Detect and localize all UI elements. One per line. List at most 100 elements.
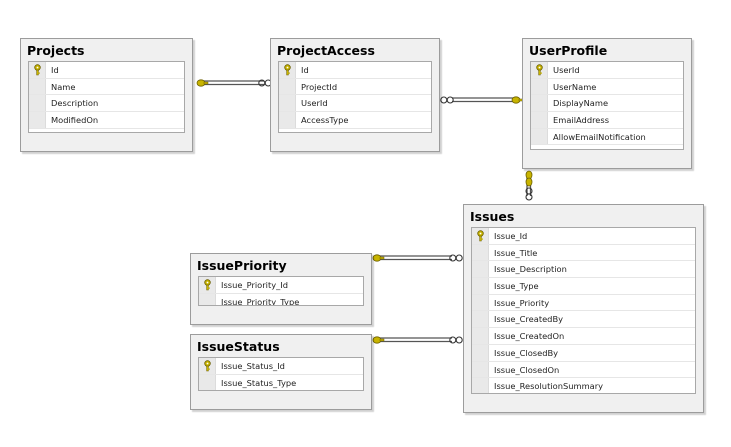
relationship-projectaccess-userprofile — [440, 96, 524, 104]
column-row[interactable]: Id — [279, 62, 431, 79]
column-name: Issue_ClosedBy — [494, 347, 559, 358]
column-name: Name — [51, 81, 76, 92]
row-selector — [472, 228, 489, 244]
row-selector — [199, 277, 216, 293]
primary-key-icon — [204, 279, 211, 291]
column-name: Issue_Priority — [494, 297, 550, 308]
row-selector — [472, 378, 489, 393]
column-name: UserName — [553, 81, 597, 92]
row-selector — [279, 78, 296, 95]
column-name: UserId — [553, 65, 580, 75]
column-name: Issue_CreatedBy — [494, 314, 564, 325]
column-name: Issue_ResolutionSummary — [494, 381, 604, 392]
column-name: Issue_Priority_Type — [221, 296, 300, 306]
row-selector — [29, 95, 46, 112]
column-row[interactable]: Issue_Title — [472, 244, 695, 262]
relationship-projects-projectaccess — [196, 79, 272, 87]
column-row[interactable]: ProjectId — [279, 78, 431, 96]
column-row[interactable]: DisplayName — [531, 95, 683, 113]
column-row[interactable]: AllowEmailNotification — [531, 128, 683, 146]
row-selector — [472, 261, 489, 278]
row-selector — [531, 62, 548, 78]
column-name: Issue_Description — [494, 264, 567, 275]
row-selector — [472, 294, 489, 311]
column-row[interactable]: Issue_Status_Id — [199, 358, 363, 375]
column-name: Issue_ClosedOn — [494, 364, 560, 375]
row-selector — [199, 293, 216, 305]
relationship-userprofile-issues — [525, 170, 533, 201]
column-name: ModifiedOn — [51, 115, 99, 126]
column-name: AccessType — [301, 115, 349, 126]
column-row[interactable]: UserId — [279, 95, 431, 113]
primary-key-icon — [477, 230, 484, 242]
row-selector — [199, 358, 216, 374]
column-row[interactable]: Issue_CreatedBy — [472, 311, 695, 329]
row-selector — [531, 128, 548, 145]
column-name: Id — [51, 65, 59, 75]
row-selector — [279, 62, 296, 78]
column-name: Issue_Status_Id — [221, 361, 285, 371]
column-row[interactable]: UserName — [531, 78, 683, 96]
row-selector — [472, 328, 489, 344]
row-selector — [472, 344, 489, 361]
column-name: Description — [51, 98, 99, 109]
row-selector — [29, 62, 46, 78]
row-selector — [279, 112, 296, 128]
primary-key-icon — [284, 64, 291, 76]
table-title: Issues — [470, 209, 515, 224]
row-selector — [472, 278, 489, 294]
column-row[interactable]: Issue_Id — [472, 228, 695, 245]
row-selector — [29, 78, 46, 95]
column-row[interactable]: Issue_Type — [472, 278, 695, 295]
table-title: IssuePriority — [197, 258, 287, 273]
table-title: ProjectAccess — [277, 43, 375, 58]
column-row[interactable]: Issue_Priority — [472, 294, 695, 312]
column-row[interactable]: Issue_Status_Type — [199, 374, 363, 390]
column-row[interactable]: Issue_ResolutionSummary — [472, 378, 695, 393]
row-selector — [29, 112, 46, 128]
column-row[interactable]: Id — [29, 62, 184, 79]
column-row[interactable]: Issue_ClosedOn — [472, 361, 695, 379]
column-name: Id — [301, 65, 309, 75]
relationship-issuestatus-issues — [372, 336, 463, 344]
column-row[interactable]: Name — [29, 78, 184, 96]
column-row[interactable]: AccessType — [279, 112, 431, 129]
column-name: AllowEmailNotification — [553, 131, 646, 142]
column-name: EmailAddress — [553, 115, 610, 126]
column-row[interactable]: ModifiedOn — [29, 112, 184, 129]
column-name: Issue_Priority_Id — [221, 280, 288, 290]
primary-key-icon — [204, 360, 211, 372]
column-row[interactable]: Issue_ClosedBy — [472, 344, 695, 362]
column-row[interactable]: Issue_Priority_Id — [199, 277, 363, 294]
row-selector — [279, 95, 296, 112]
column-name: Issue_CreatedOn — [494, 331, 565, 342]
column-row[interactable]: Issue_Description — [472, 261, 695, 279]
row-selector — [199, 374, 216, 390]
row-selector — [531, 95, 548, 112]
table-title: Projects — [27, 43, 85, 58]
column-name: Issue_Title — [494, 247, 538, 258]
column-row[interactable]: Issue_CreatedOn — [472, 328, 695, 345]
column-name: UserId — [301, 98, 328, 109]
column-row[interactable]: Issue_Priority_Type — [199, 293, 363, 306]
column-row[interactable]: EmailAddress — [531, 112, 683, 129]
row-selector — [531, 78, 548, 95]
column-name: Issue_Status_Type — [221, 377, 297, 388]
primary-key-icon — [34, 64, 41, 76]
column-row[interactable]: Description — [29, 95, 184, 113]
column-row[interactable]: UserId — [531, 62, 683, 79]
table-title: IssueStatus — [197, 339, 280, 354]
